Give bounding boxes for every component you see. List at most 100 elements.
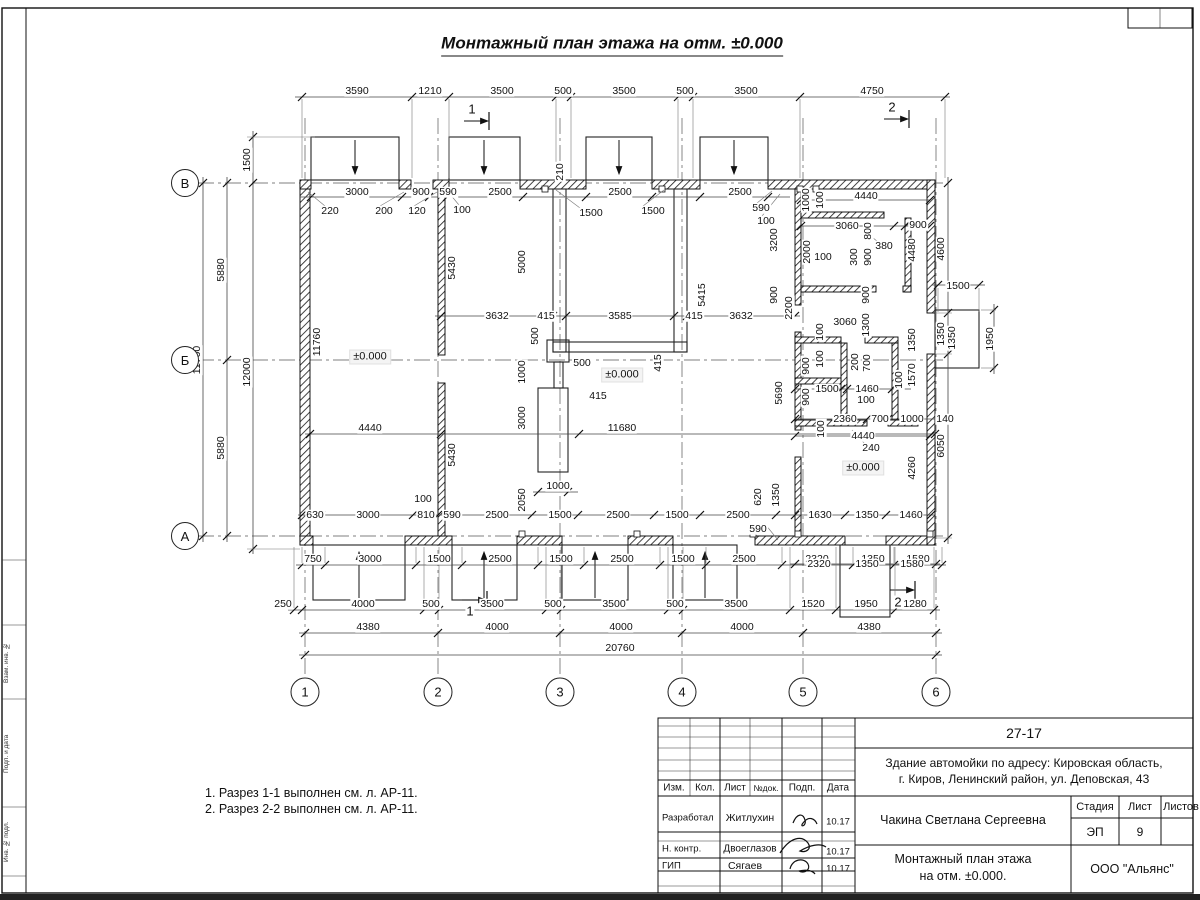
dim-label: 4000 bbox=[484, 620, 510, 633]
dim-label: 250 bbox=[273, 597, 293, 610]
dim-label: 1570 bbox=[905, 362, 918, 388]
col-header-ndok: №док. bbox=[753, 783, 779, 793]
date-gip: 10.17 bbox=[826, 863, 850, 875]
dim-label: 1500 bbox=[945, 279, 971, 292]
dim-label: 415 bbox=[684, 309, 704, 322]
dim-label: 2500 bbox=[487, 185, 513, 198]
dim-label: 5690 bbox=[772, 380, 785, 406]
axis-bubble-col: 6 bbox=[921, 677, 951, 707]
dim-label: 1580 bbox=[899, 557, 925, 570]
dim-label: 1000 bbox=[545, 479, 571, 492]
level-mark: ±0.000 bbox=[842, 460, 884, 476]
dim-label: 2000 bbox=[800, 239, 813, 265]
dim-label: 590 bbox=[438, 185, 458, 198]
dim-label: 2 bbox=[887, 99, 897, 115]
dim-label: 1 bbox=[467, 101, 477, 117]
dim-label: 3632 bbox=[484, 309, 510, 322]
dim-label: 1300 bbox=[859, 312, 872, 338]
author-name: Чакина Светлана Сергеевна bbox=[880, 813, 1046, 827]
name-developer: Житлухин bbox=[725, 812, 775, 824]
note-section-2: 2. Разрез 2-2 выполнен см. л. АР-11. bbox=[205, 802, 418, 816]
dim-label: 2500 bbox=[725, 508, 751, 521]
axis-bubble-col: 2 bbox=[423, 677, 453, 707]
dim-label: 100 bbox=[892, 370, 905, 390]
dim-label: 800 bbox=[861, 221, 874, 241]
axis-bubble-col: 3 bbox=[545, 677, 575, 707]
dim-label: 700 bbox=[860, 353, 873, 373]
dim-label: 100 bbox=[813, 322, 826, 342]
axis-bubble-row: А bbox=[171, 522, 199, 550]
dim-label: 1500 bbox=[664, 508, 690, 521]
dim-label: 2360 bbox=[832, 412, 858, 425]
dim-label: 3000 bbox=[357, 552, 383, 565]
dim-label: 240 bbox=[861, 441, 881, 454]
name-ncontrol: Двоеглазов bbox=[723, 843, 777, 855]
dim-label: 20760 bbox=[604, 641, 636, 654]
dim-label: 200 bbox=[374, 204, 394, 217]
dim-label: 900 bbox=[908, 218, 928, 231]
drawing-main-title: Монтажный план этажа на отм. ±0.000 bbox=[441, 34, 783, 57]
level-mark: ±0.000 bbox=[601, 367, 643, 383]
dim-label: 100 bbox=[452, 203, 472, 216]
dim-label: 3500 bbox=[611, 84, 637, 97]
date-ncontrol: 10.17 bbox=[826, 846, 850, 858]
dim-label: 1500 bbox=[814, 382, 840, 395]
dim-label: 1350 bbox=[905, 327, 918, 353]
dim-label: 415 bbox=[588, 389, 608, 402]
dim-label: 1520 bbox=[800, 597, 826, 610]
object-address-line1: Здание автомойки по адресу: Кировская об… bbox=[885, 756, 1163, 770]
object-address-line2: г. Киров, Ленинский район, ул. Деповская… bbox=[898, 772, 1150, 786]
dim-label: 4440 bbox=[850, 429, 876, 442]
title-block-lines bbox=[657, 717, 1194, 894]
dim-label: 1350 bbox=[854, 557, 880, 570]
dim-label: 2500 bbox=[484, 508, 510, 521]
dim-label: 900 bbox=[799, 387, 812, 407]
dim-label: 1460 bbox=[898, 508, 924, 521]
dim-label: 2500 bbox=[731, 552, 757, 565]
dim-label: 900 bbox=[799, 356, 812, 376]
dim-label: 2500 bbox=[487, 552, 513, 565]
axis-bubble-row: В bbox=[171, 169, 199, 197]
dim-label: 380 bbox=[874, 239, 894, 252]
dim-label: 11680 bbox=[606, 421, 638, 434]
dim-label: 700 bbox=[870, 412, 890, 425]
company-name: ООО "Альянс" bbox=[1090, 862, 1174, 876]
dim-label: 2500 bbox=[605, 508, 631, 521]
date-developer: 10.17 bbox=[826, 816, 850, 828]
dim-label: 3060 bbox=[834, 219, 860, 232]
dim-label: 500 bbox=[543, 597, 563, 610]
dim-label: 100 bbox=[856, 393, 876, 406]
dim-label: 3500 bbox=[489, 84, 515, 97]
drawing-title-line2: на отм. ±0.000. bbox=[919, 869, 1007, 883]
dim-label: 1500 bbox=[578, 206, 604, 219]
dim-label: 810 bbox=[416, 508, 436, 521]
dim-label: 1350 bbox=[769, 482, 782, 508]
dim-label: 4000 bbox=[729, 620, 755, 633]
strip-label-inv: Инв. № подл. bbox=[3, 821, 10, 862]
axis-bubble-col: 1 bbox=[290, 677, 320, 707]
dim-label: 3500 bbox=[601, 597, 627, 610]
dim-label: 300 bbox=[847, 247, 860, 267]
name-gip: Сягаев bbox=[727, 860, 763, 872]
dim-label: 415 bbox=[651, 353, 664, 373]
sheets-label: Листов bbox=[1163, 801, 1199, 813]
dim-label: 3500 bbox=[723, 597, 749, 610]
strip-label-vzam: Взам. инв. № bbox=[3, 642, 10, 684]
dim-label: 4440 bbox=[853, 189, 879, 202]
sheet-label: Лист bbox=[1128, 801, 1152, 813]
stage-value: ЭП bbox=[1086, 825, 1104, 839]
dim-label: 100 bbox=[814, 419, 827, 439]
dim-label: 1500 bbox=[548, 552, 574, 565]
dim-label: 3000 bbox=[344, 185, 370, 198]
dim-label: 1950 bbox=[983, 326, 996, 352]
level-mark: ±0.000 bbox=[349, 349, 391, 365]
dim-label: 2500 bbox=[609, 552, 635, 565]
dim-label: 1630 bbox=[807, 508, 833, 521]
dim-label: 140 bbox=[935, 412, 955, 425]
dim-label: 500 bbox=[665, 597, 685, 610]
dimension-lines bbox=[198, 92, 999, 660]
dim-label: 4380 bbox=[355, 620, 381, 633]
dim-label: 200 bbox=[848, 352, 861, 372]
dim-label: 1950 bbox=[853, 597, 879, 610]
